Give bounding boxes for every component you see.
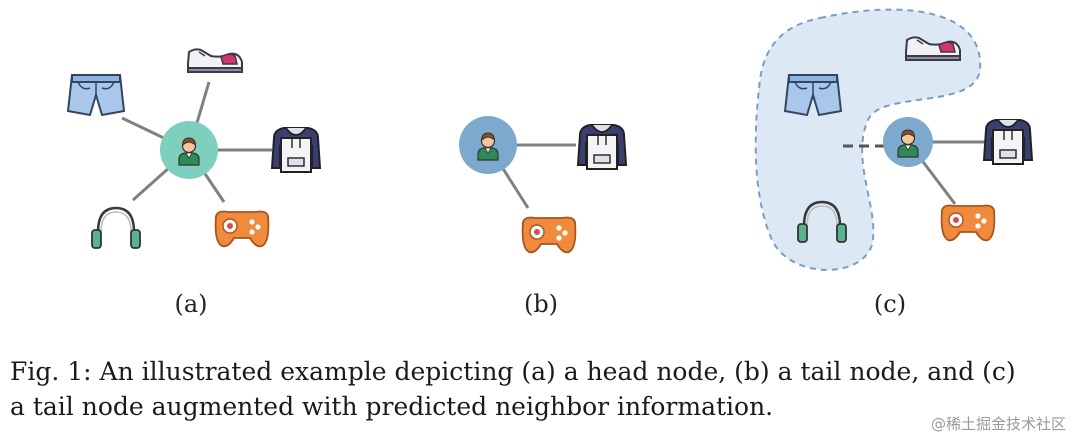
sneaker-icon xyxy=(187,48,243,73)
caption-line-1: Fig. 1: An illustrated example depicting… xyxy=(10,357,1016,386)
caption-line-2: a tail node augmented with predicted nei… xyxy=(10,392,774,421)
panel-c xyxy=(754,8,1033,271)
shorts-icon xyxy=(67,74,125,116)
gamepad-icon xyxy=(521,216,577,254)
panel-a xyxy=(67,48,321,250)
hoodie-icon xyxy=(271,127,321,173)
panel-label-c: (c) xyxy=(873,290,907,318)
panel-label-b: (b) xyxy=(523,290,559,318)
panel-label-a: (a) xyxy=(174,290,208,318)
figure-caption: Fig. 1: An illustrated example depicting… xyxy=(10,354,1070,424)
headphones-icon xyxy=(90,206,142,250)
watermark: @稀土掘金技术社区 xyxy=(930,415,1066,433)
hoodie-icon xyxy=(983,119,1033,165)
hoodie-icon xyxy=(577,124,627,170)
panel-b xyxy=(459,116,627,254)
gamepad-icon xyxy=(940,204,996,242)
gamepad-icon xyxy=(214,210,270,248)
